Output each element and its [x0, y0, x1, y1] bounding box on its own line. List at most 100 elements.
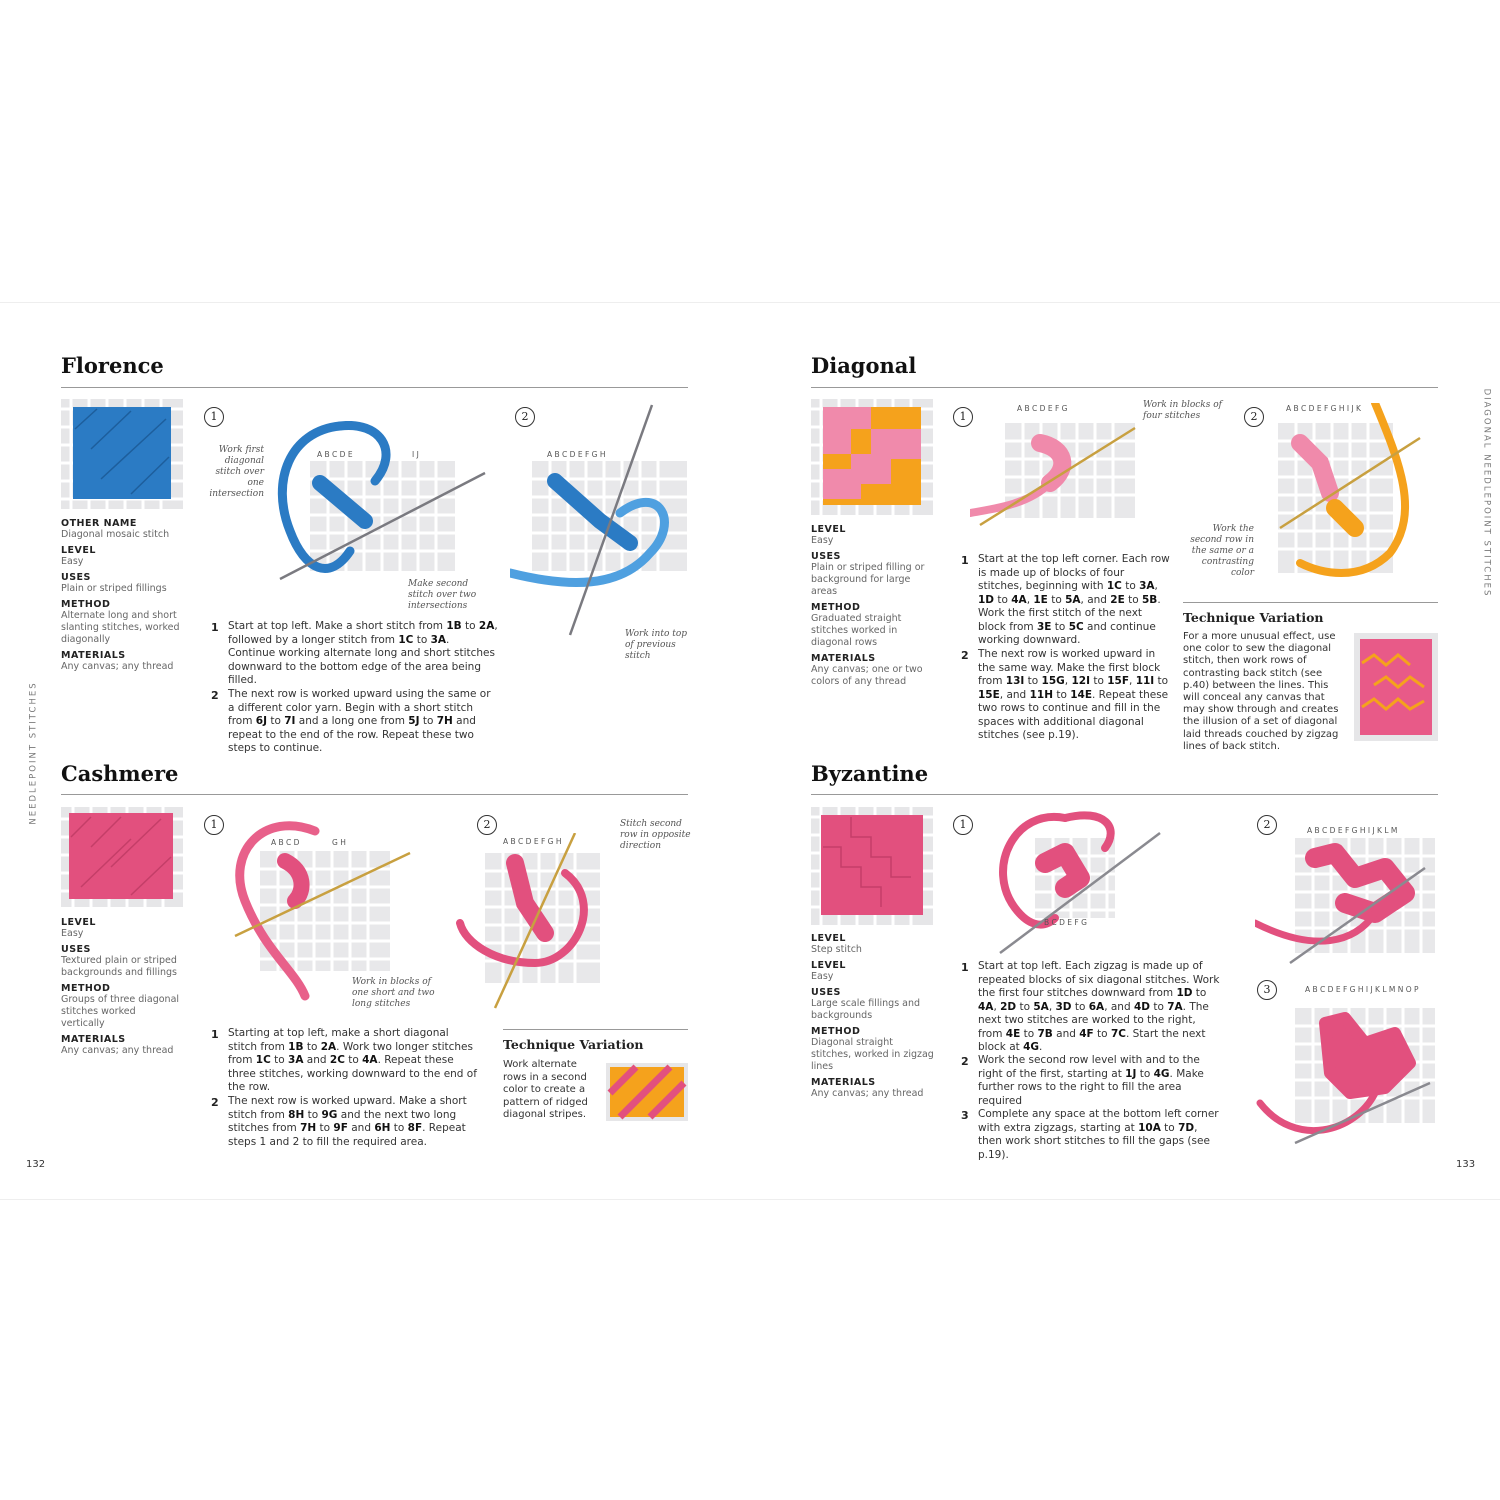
cashmere-step-1: Starting at top left, make a short diago… — [228, 1027, 477, 1093]
florence-caption-a: Work first diagonal stitch over one inte… — [209, 445, 264, 499]
diagonal-meta-key: METHOD — [811, 602, 861, 613]
byzantine-step-1: Start at top left. Each zigzag is made u… — [978, 960, 1220, 1053]
diagonal-caption-b: Work the second row in the same or a con… — [1190, 524, 1254, 578]
florence-meta-key: LEVEL — [61, 545, 96, 556]
florence-meta-key: OTHER NAME — [61, 518, 137, 529]
florence-meta-value: Plain or striped fillings — [61, 583, 167, 594]
cashmere-photo-1 — [234, 821, 411, 1001]
byzantine-meta-key: LEVEL — [811, 960, 846, 971]
diagonal-meta-key: MATERIALS — [811, 653, 876, 664]
florence-meta-value: Diagonal mosaic stitch — [61, 529, 170, 540]
florence-swatch — [61, 399, 183, 509]
florence-rule — [61, 387, 688, 388]
byzantine-meta-key: USES — [811, 987, 841, 998]
florence-grid2-letters: A B C D E F G H — [547, 450, 606, 459]
byzantine-meta-key: METHOD — [811, 1026, 861, 1037]
florence-circle-2: 2 — [515, 407, 535, 427]
cashmere-rule — [61, 794, 688, 795]
florence-step-number: 2 — [211, 689, 219, 702]
byzantine-meta-key: MATERIALS — [811, 1077, 876, 1088]
diagonal-tv-text: For a more unusual effect, use one color… — [1183, 631, 1339, 752]
diagonal-meta-value: Plain or striped filling or background f… — [811, 562, 925, 597]
cashmere-meta-key: USES — [61, 944, 91, 955]
florence-step-1: Start at top left. Make a short stitch f… — [228, 620, 498, 686]
florence-title: Florence — [61, 353, 164, 378]
florence-grid1-letters: A B C D E — [317, 450, 353, 459]
page-number-left: 132 — [26, 1159, 46, 1170]
byzantine-meta-value: Easy — [811, 971, 834, 982]
diagonal-step-number: 1 — [961, 554, 969, 567]
florence-photo-1 — [277, 421, 486, 581]
florence-meta-value: Any canvas; any thread — [61, 661, 174, 672]
byzantine-step-2: Work the second row level with and to th… — [978, 1054, 1204, 1107]
byzantine-photo-1 — [999, 811, 1161, 954]
cashmere-step-number: 1 — [211, 1028, 219, 1041]
side-heading-right: DIAGONAL NEEDLEPOINT STITCHES — [1481, 388, 1492, 598]
cashmere-meta-key: METHOD — [61, 983, 111, 994]
florence-caption-c: Work into top of previous stitch — [625, 629, 688, 661]
florence-meta: OTHER NAME Diagonal mosaic stitch LEVEL … — [61, 518, 181, 677]
diagonal-tv-swatch — [1354, 633, 1438, 741]
diagonal-circle-2: 2 — [1244, 407, 1264, 427]
cashmere-meta: LEVEL Easy USES Textured plain or stripe… — [61, 917, 181, 1061]
cashmere-grid2-letters: A B C D E F G H — [503, 837, 562, 846]
cashmere-circle-1: 1 — [204, 815, 224, 835]
diagonal-grid2-letters: A B C D E F G H I J K — [1286, 404, 1361, 413]
cashmere-grid1-letters: A B C D — [271, 838, 300, 847]
cashmere-meta-key: MATERIALS — [61, 1034, 126, 1045]
byzantine-step-3: Complete any space at the bottom left co… — [978, 1108, 1219, 1161]
byzantine-step-number: 2 — [961, 1055, 969, 1068]
diagonal-circle-1: 1 — [953, 407, 973, 427]
byzantine-meta-value: Any canvas; any thread — [811, 1088, 924, 1099]
cashmere-tv-title: Technique Variation — [503, 1037, 644, 1052]
cashmere-tv-rule — [503, 1029, 688, 1030]
diagonal-tv-rule — [1183, 602, 1438, 603]
diagonal-photo-2 — [1278, 403, 1421, 577]
byzantine-rule — [811, 794, 1438, 795]
florence-meta-key: MATERIALS — [61, 650, 126, 661]
byzantine-circle-1: 1 — [953, 815, 973, 835]
diagonal-photo-1 — [970, 423, 1136, 527]
cashmere-circle-2: 2 — [477, 815, 497, 835]
florence-circle-1: 1 — [204, 407, 224, 427]
diagonal-meta-key: LEVEL — [811, 524, 846, 535]
byzantine-circle-2: 2 — [1257, 815, 1277, 835]
byzantine-step-number: 3 — [961, 1109, 969, 1122]
cashmere-title: Cashmere — [61, 761, 179, 786]
florence-meta-value: Alternate long and short slanting stitch… — [61, 610, 180, 645]
byzantine-grid1-letters: B C D E F G — [1044, 918, 1087, 927]
byzantine-meta-value: Step stitch — [811, 944, 862, 955]
cashmere-tv-swatch — [606, 1063, 688, 1121]
florence-grid1-letters2: I J — [412, 450, 419, 459]
byzantine-photo-3 — [1256, 1008, 1435, 1145]
diagonal-meta-value: Any canvas; one or two colors of any thr… — [811, 664, 923, 687]
byzantine-meta-key: LEVEL — [811, 933, 846, 944]
diagonal-step-2: The next row is worked upward in the sam… — [978, 648, 1169, 741]
cashmere-meta-value: Easy — [61, 928, 84, 939]
diagonal-step-number: 2 — [961, 649, 969, 662]
cashmere-grid1-letters2: G H — [332, 838, 346, 847]
diagonal-meta-value: Easy — [811, 535, 834, 546]
byzantine-title: Byzantine — [811, 761, 929, 786]
byzantine-meta: LEVEL Step stitch LEVEL Easy USES Large … — [811, 933, 936, 1104]
side-heading-left: NEEDLEPOINT STITCHES — [28, 681, 39, 825]
byzantine-photo-2 — [1255, 838, 1435, 965]
florence-meta-key: METHOD — [61, 599, 111, 610]
cashmere-tv-text: Work alternate rows in a second color to… — [503, 1059, 588, 1120]
cashmere-step-2: The next row is worked upward. Make a sh… — [228, 1095, 467, 1148]
florence-photo-2 — [510, 404, 687, 636]
byzantine-meta-value: Diagonal straight stitches, worked in zi… — [811, 1037, 934, 1072]
page-number-right: 133 — [1456, 1159, 1476, 1170]
florence-step-2: The next row is worked upward using the … — [228, 688, 491, 754]
cashmere-caption-a: Work in blocks of one short and two long… — [352, 977, 435, 1009]
diagonal-meta-key: USES — [811, 551, 841, 562]
byzantine-grid2-letters: A B C D E F G H I J K L M — [1307, 826, 1398, 835]
florence-meta-key: USES — [61, 572, 91, 583]
cashmere-meta-value: Any canvas; any thread — [61, 1045, 174, 1056]
cashmere-caption-b: Stitch second row in opposite direction — [620, 819, 691, 851]
diagonal-swatch — [811, 399, 933, 515]
diagonal-meta-value: Graduated straight stitches worked in di… — [811, 613, 902, 648]
byzantine-meta-value: Large scale fillings and backgrounds — [811, 998, 921, 1021]
diagonal-grid1-letters: A B C D E F G — [1017, 404, 1068, 413]
cashmere-step-number: 2 — [211, 1096, 219, 1109]
